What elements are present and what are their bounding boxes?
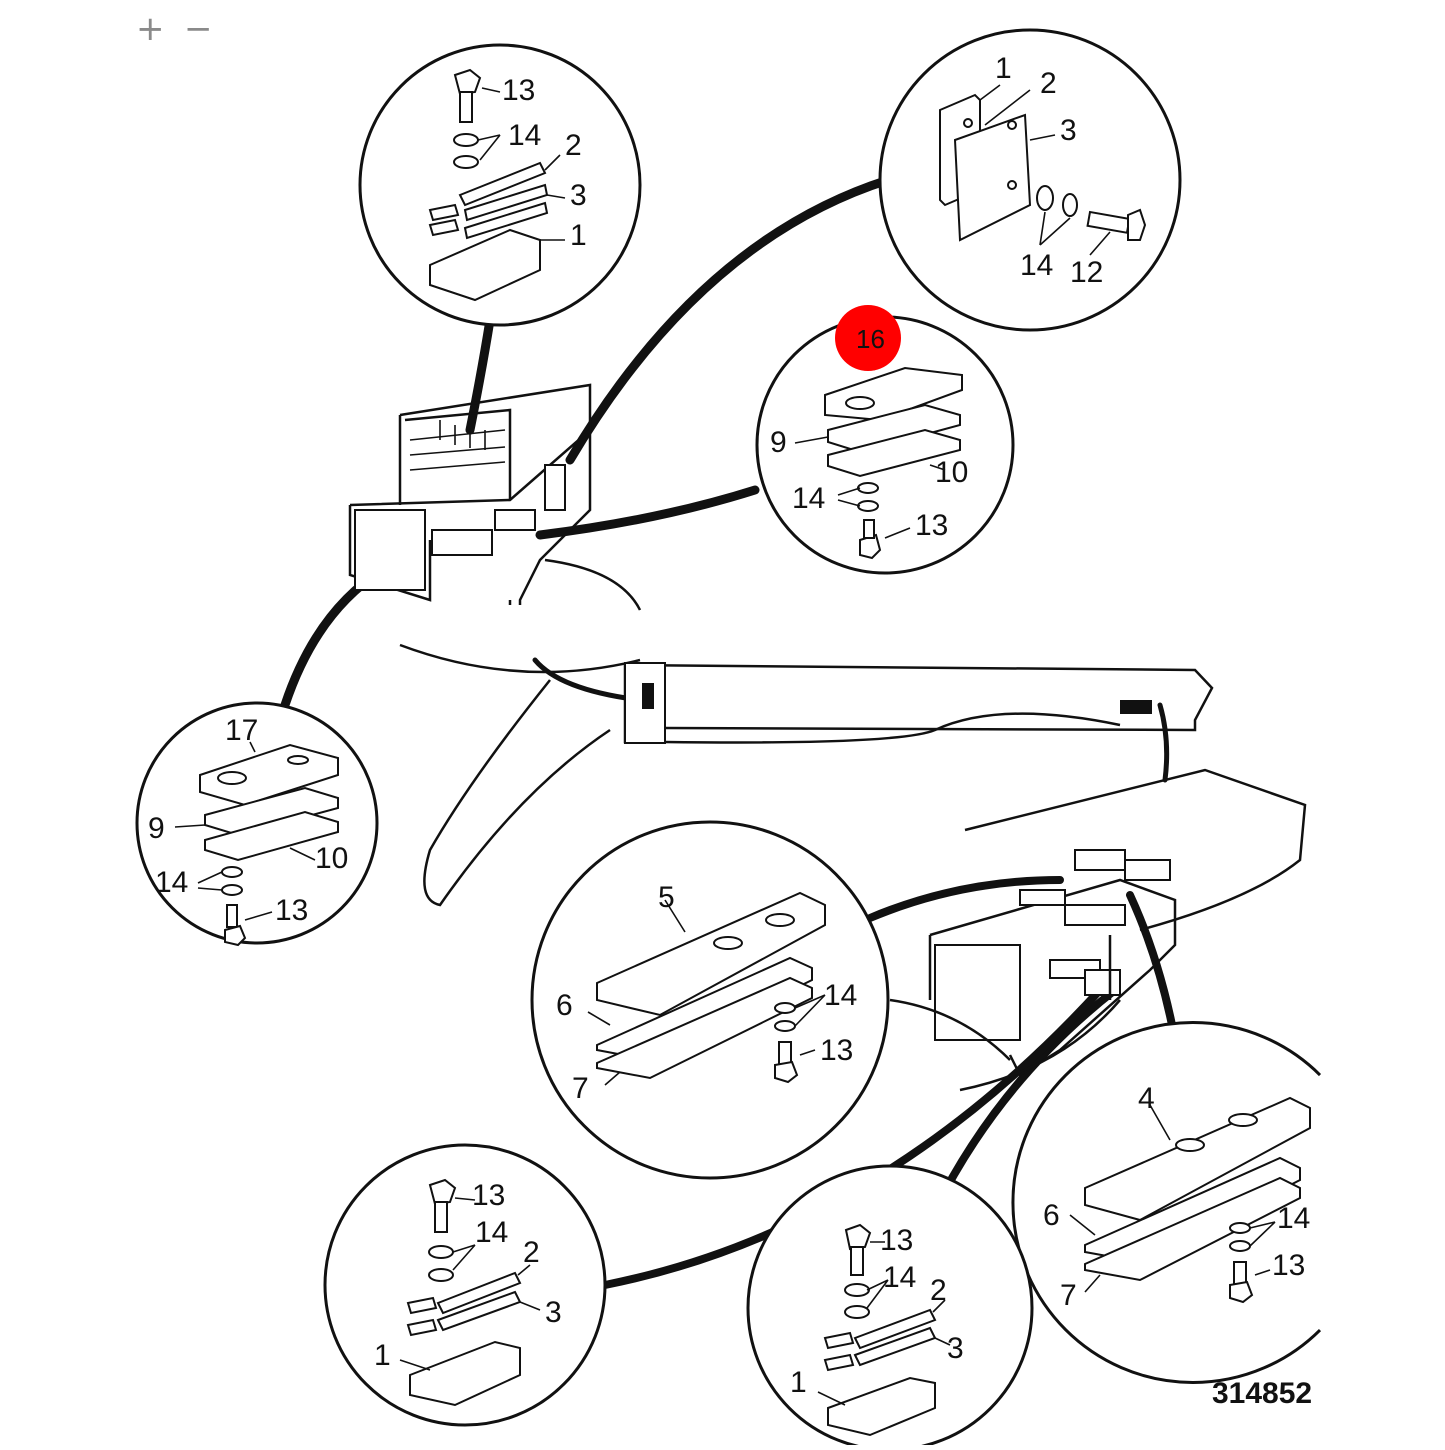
- callout-1: 1: [995, 52, 1012, 85]
- diagram-part-number: 314852: [1212, 1377, 1312, 1410]
- callout-13: 13: [820, 1034, 853, 1067]
- callout-14: 14: [792, 482, 825, 515]
- callout-17: 17: [225, 714, 258, 747]
- callout-2: 2: [930, 1274, 947, 1307]
- callout-14: 14: [883, 1261, 916, 1294]
- highlight-label: 16: [856, 324, 885, 354]
- callout-2: 2: [1040, 67, 1057, 100]
- callout-14: 14: [475, 1216, 508, 1249]
- callout-4: 4: [1138, 1082, 1155, 1115]
- callout-14: 14: [155, 866, 188, 899]
- callout-9: 9: [770, 426, 787, 459]
- callout-3: 3: [545, 1296, 562, 1329]
- zoom-in-button[interactable]: +: [136, 9, 165, 49]
- callout-3: 3: [1060, 114, 1077, 147]
- callout-2: 2: [565, 129, 582, 162]
- detail-circle-bottom-mid: 13 14 2 3 1: [746, 1164, 1034, 1450]
- zoom-out-button[interactable]: −: [184, 9, 213, 49]
- callout-13: 13: [275, 894, 308, 927]
- callout-1: 1: [570, 219, 587, 252]
- callout-6: 6: [556, 989, 573, 1022]
- callout-14: 14: [824, 979, 857, 1012]
- callout-7: 7: [1060, 1279, 1077, 1312]
- callout-5: 5: [658, 881, 675, 914]
- callout-1: 1: [374, 1339, 391, 1372]
- callout-10: 10: [315, 842, 348, 875]
- callout-3: 3: [947, 1332, 964, 1365]
- detail-circle-left: 17 9 10 14 13: [135, 701, 379, 947]
- boom-assembly: [348, 383, 1307, 1092]
- detail-circle-bottom-right: 4 6 14 13 7: [1011, 1021, 1322, 1384]
- callout-13: 13: [915, 509, 948, 542]
- detail-circle-top-right: 1 2 3 14 12: [878, 28, 1182, 332]
- callout-3: 3: [570, 179, 587, 212]
- callout-6: 6: [1043, 1199, 1060, 1232]
- detail-circle-top-left: 13 14 2 3 1: [358, 43, 642, 327]
- detail-circle-mid-right: 9 10 14 13: [755, 315, 1015, 575]
- detail-circle-center: 5 6 14 13 7: [530, 820, 890, 1180]
- detail-circle-bottom-left: 13 14 2 3 1: [323, 1143, 607, 1427]
- callout-10: 10: [935, 456, 968, 489]
- callout-14: 14: [1277, 1202, 1310, 1235]
- callout-7: 7: [572, 1072, 589, 1105]
- callout-13: 13: [502, 74, 535, 107]
- callout-1: 1: [790, 1366, 807, 1399]
- callout-12: 12: [1070, 256, 1103, 289]
- callout-13: 13: [880, 1224, 913, 1257]
- callout-9: 9: [148, 812, 165, 845]
- callout-14: 14: [508, 119, 541, 152]
- callout-14: 14: [1020, 249, 1053, 282]
- callout-13: 13: [472, 1179, 505, 1212]
- callout-13: 13: [1272, 1249, 1305, 1282]
- highlight-marker-16[interactable]: 16: [835, 305, 901, 371]
- callout-2: 2: [523, 1236, 540, 1269]
